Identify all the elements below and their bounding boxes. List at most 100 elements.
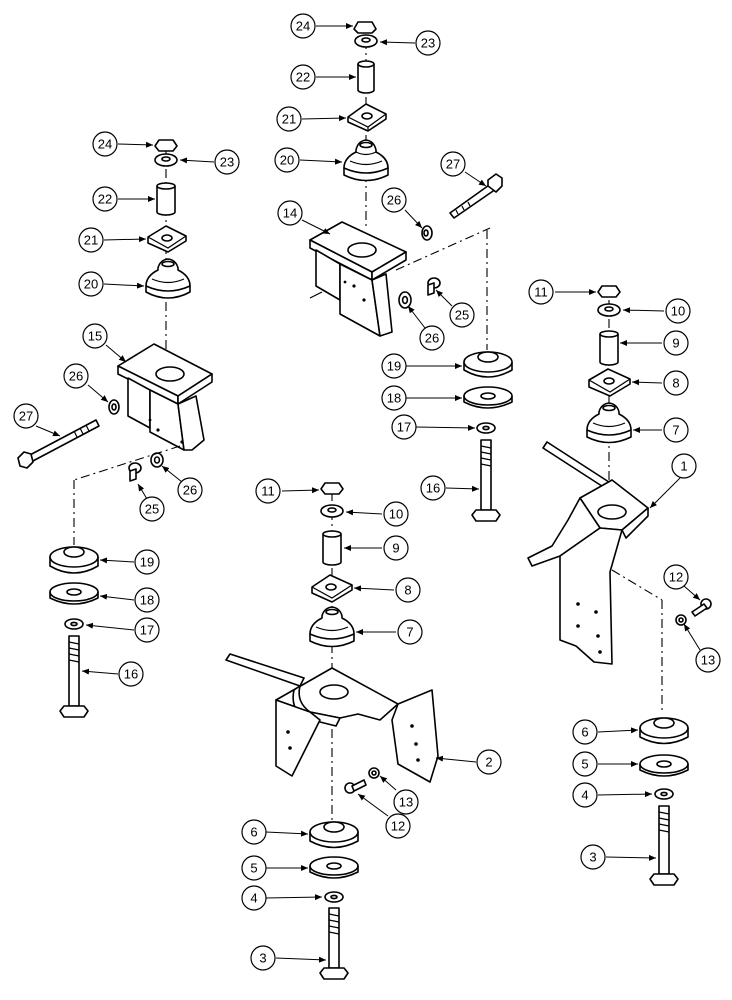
callout-27: 27 (440, 151, 466, 177)
callout-23: 23 (415, 30, 441, 56)
callout-19: 19 (134, 549, 160, 575)
svg-text:15: 15 (88, 329, 102, 344)
washer-26-left (108, 399, 120, 415)
washer-13-center (368, 767, 380, 779)
svg-text:11: 11 (534, 285, 548, 300)
bolt-16-top (471, 439, 501, 522)
svg-text:17: 17 (397, 420, 411, 435)
svg-text:22: 22 (296, 70, 310, 85)
svg-text:8: 8 (404, 583, 411, 598)
callout-24: 24 (92, 131, 118, 157)
svg-text:24: 24 (98, 137, 112, 152)
svg-text:2: 2 (485, 755, 492, 770)
svg-text:5: 5 (581, 757, 588, 772)
callout-11: 11 (528, 279, 554, 305)
washer-18-top (463, 386, 513, 409)
callout-labels: 24 23 22 21 20 14 26 27 25 26 19 18 17 1… (13, 13, 721, 971)
callout-9: 9 (383, 535, 409, 561)
callout-5: 5 (572, 751, 598, 777)
svg-text:19: 19 (140, 555, 154, 570)
mount-19-left (49, 546, 99, 574)
svg-text:26: 26 (425, 331, 439, 346)
cone-mount-7-center (309, 606, 355, 648)
callout-17: 17 (134, 617, 160, 643)
svg-text:12: 12 (669, 570, 683, 585)
washer-10-right (597, 303, 621, 317)
sleeve-22-left (156, 182, 176, 216)
cone-mount-20-top (343, 139, 389, 182)
washer-4-right (654, 788, 674, 800)
callout-7: 7 (397, 619, 423, 645)
svg-text:13: 13 (701, 653, 715, 668)
svg-text:7: 7 (406, 625, 413, 640)
washer-23-left (154, 153, 178, 167)
callout-27: 27 (13, 403, 39, 429)
callout-16: 16 (420, 475, 446, 501)
callout-12: 12 (663, 564, 689, 590)
callout-3: 3 (250, 945, 276, 971)
bolt-25-top (427, 277, 441, 296)
callout-14: 14 (277, 200, 303, 226)
washer-26-top-lower (398, 291, 412, 309)
callout-18: 18 (381, 385, 407, 411)
callout-25: 25 (449, 302, 475, 328)
callout-18: 18 (134, 587, 160, 613)
svg-text:21: 21 (84, 233, 98, 248)
sleeve-9-center (322, 530, 342, 566)
cone-mount-7-right (586, 402, 632, 444)
callout-13: 13 (695, 647, 721, 673)
plate-8-center (311, 574, 353, 603)
svg-text:21: 21 (282, 112, 296, 127)
callout-20: 20 (78, 271, 104, 297)
svg-text:7: 7 (672, 423, 679, 438)
svg-text:25: 25 (455, 308, 469, 323)
callout-4: 4 (241, 885, 267, 911)
svg-text:25: 25 (145, 502, 159, 517)
callout-6: 6 (572, 719, 598, 745)
svg-text:13: 13 (399, 795, 413, 810)
callout-26: 26 (177, 477, 203, 503)
callout-3: 3 (580, 844, 606, 870)
svg-text:18: 18 (140, 593, 154, 608)
callout-21: 21 (276, 106, 302, 132)
nut-24-top (353, 21, 377, 34)
svg-text:24: 24 (296, 19, 310, 34)
bracket-15 (117, 343, 213, 451)
bolt-25-left (128, 462, 142, 482)
callout-11: 11 (255, 478, 281, 504)
washer-23-top (354, 34, 378, 48)
nut-11-right (597, 285, 621, 298)
callout-22: 22 (92, 186, 118, 212)
callout-10: 10 (665, 298, 691, 324)
bracket-14 (309, 221, 407, 337)
svg-text:20: 20 (84, 277, 98, 292)
plate-8-right (588, 368, 631, 397)
mount-6-center (309, 821, 359, 849)
bolt-27-left (17, 419, 100, 469)
svg-text:17: 17 (140, 623, 154, 638)
callout-25: 25 (139, 496, 165, 522)
bolt-12-right (691, 598, 712, 617)
callout-2: 2 (476, 749, 502, 775)
callout-26: 26 (63, 363, 89, 389)
svg-text:20: 20 (280, 153, 294, 168)
callout-12: 12 (385, 813, 411, 839)
washer-18-left (49, 582, 99, 605)
svg-text:5: 5 (250, 861, 257, 876)
bolt-16-left (59, 635, 89, 718)
bolt-27-top (449, 173, 503, 219)
svg-text:1: 1 (680, 459, 687, 474)
leader-lines (35, 23, 701, 963)
callout-8: 8 (663, 370, 689, 396)
washer-26-left-lower (150, 452, 164, 468)
mount-6-right (639, 717, 689, 745)
callout-13: 13 (393, 789, 419, 815)
bolt-3-center (319, 907, 349, 980)
svg-text:18: 18 (387, 391, 401, 406)
svg-text:3: 3 (589, 850, 596, 865)
washer-17-left (64, 618, 84, 630)
svg-text:23: 23 (421, 36, 435, 51)
mount-19-top (463, 351, 513, 378)
